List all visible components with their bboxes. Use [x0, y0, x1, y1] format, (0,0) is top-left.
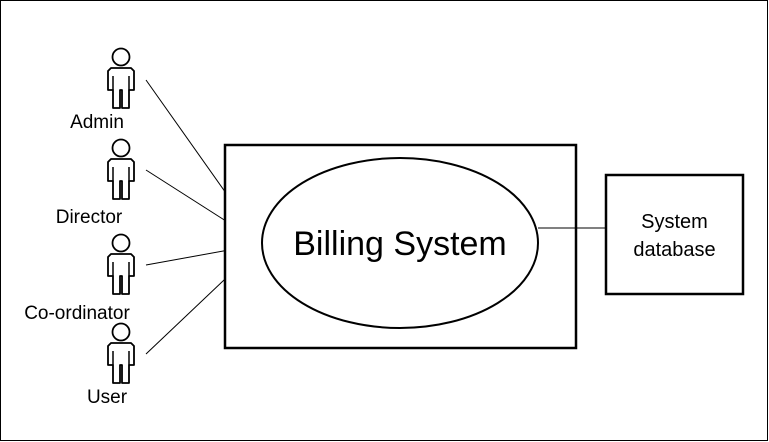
actor-co-ordinator-label: Co-ordinator — [24, 303, 130, 324]
actor-director-label: Director — [56, 207, 123, 228]
actor-director-icon — [107, 138, 135, 200]
system-database-label-line2: database — [633, 239, 715, 261]
actor-user-label: User — [87, 387, 128, 408]
system-database-label-line1: System — [641, 211, 708, 233]
actor-admin-icon — [107, 47, 135, 109]
use-case-label: Billing System — [293, 225, 507, 263]
system-database-box — [604, 173, 745, 296]
actor-admin-label: Admin — [70, 112, 124, 133]
actor-co-ordinator-icon — [107, 233, 135, 295]
use-case-billing-system — [261, 157, 539, 329]
actor-user-icon — [107, 322, 135, 384]
